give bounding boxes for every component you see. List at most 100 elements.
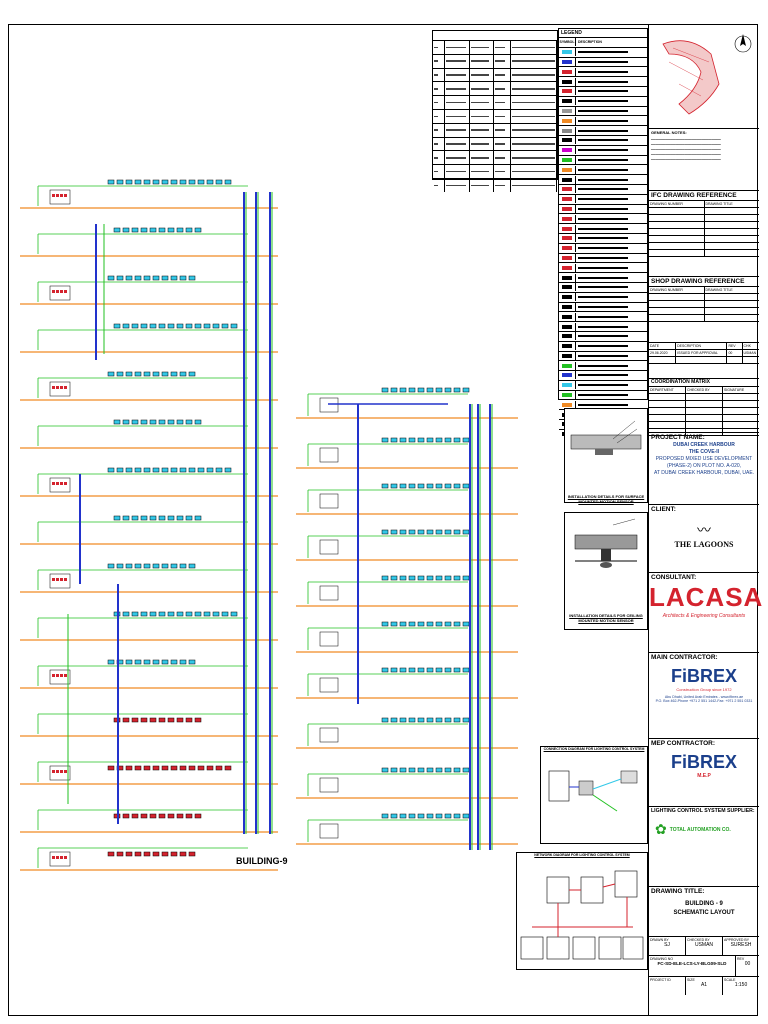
- panel-module: [60, 194, 63, 197]
- light-fixture: [140, 323, 148, 329]
- light-fixture: [131, 813, 139, 819]
- legend-symbol: [559, 293, 576, 302]
- light-fixture: [176, 813, 184, 819]
- light-fixture: [152, 851, 160, 857]
- panel-module: [52, 770, 55, 773]
- panel-module: [56, 674, 59, 677]
- general-notes-lines: ━━━━━━━━━━━━━━━━━━━━━━━━━━━━━━━━━━━━━━━━…: [651, 137, 721, 162]
- light-fixture: [185, 419, 193, 425]
- rev-desc: ISSUED FOR APPROVAL: [676, 350, 728, 356]
- light-fixture: [158, 323, 166, 329]
- legend-symbol: [559, 244, 576, 253]
- legend-text: [576, 89, 628, 93]
- light-fixture: [462, 767, 470, 773]
- light-fixture: [408, 717, 416, 723]
- light-fixture: [116, 563, 124, 569]
- lcs-label: LIGHTING CONTROL SYSTEM SUPPLIER:: [651, 808, 755, 814]
- panel-module: [52, 856, 55, 859]
- light-fixture: [408, 667, 416, 673]
- drawing-no: FC-SD-ELE-LCS-LY-BLG09-SLD: [657, 961, 727, 966]
- legend-text: [576, 158, 628, 162]
- legend-symbol: [559, 224, 576, 233]
- ifc-reference: IFC DRAWING REFERENCE DRAWING NUMBER DRA…: [649, 190, 759, 276]
- light-fixture: [444, 387, 452, 393]
- legend-row: [559, 389, 647, 400]
- light-fixture: [417, 667, 425, 673]
- light-fixture: [176, 323, 184, 329]
- light-fixture: [390, 667, 398, 673]
- light-fixture: [426, 767, 434, 773]
- light-fixture: [426, 387, 434, 393]
- rev-number: 00: [727, 350, 743, 356]
- consultant-label: CONSULTANT:: [651, 574, 697, 581]
- panel-module: [56, 290, 59, 293]
- legend-row: [559, 272, 647, 282]
- ceiling-sensor-detail: INSTALLATION DETAILS FOR CEILING MOUNTED…: [564, 512, 648, 630]
- light-fixture: [149, 611, 157, 617]
- light-fixture: [417, 483, 425, 489]
- light-fixture: [116, 851, 124, 857]
- ifc-col-number: DRAWING NUMBER: [649, 201, 705, 207]
- legend-text: [576, 217, 628, 221]
- light-fixture: [188, 765, 196, 771]
- light-fixture: [116, 467, 124, 473]
- legend-symbol: [559, 67, 576, 76]
- light-fixture: [408, 767, 416, 773]
- rev-col-date: DATE: [649, 343, 677, 349]
- legend-row: [559, 164, 647, 174]
- light-fixture: [417, 529, 425, 535]
- control-panel: [319, 823, 339, 839]
- light-fixture: [417, 575, 425, 581]
- legend-symbol: [559, 116, 576, 125]
- drawing-no-label: DRAWING NO: [650, 957, 674, 961]
- legend-text: [576, 364, 628, 368]
- connection-diagram: CONNECTION DIAGRAM FOR LIGHTING CONTROL …: [540, 746, 648, 844]
- light-fixture: [131, 323, 139, 329]
- light-fixture: [453, 529, 461, 535]
- light-fixture: [113, 227, 121, 233]
- project-line-4: (PHASE-2) ON PLOT NO. A-020,: [666, 463, 742, 469]
- checked-by: USMAN: [694, 942, 714, 948]
- network-diagram: NETWORK DIAGRAM FOR LIGHTING CONTROL SYS…: [516, 852, 648, 970]
- mep-logo: FiBREX: [670, 752, 737, 772]
- light-fixture: [185, 813, 193, 819]
- light-fixture: [122, 813, 130, 819]
- legend-row: [559, 399, 647, 409]
- light-fixture: [194, 419, 202, 425]
- legend-symbol: [559, 234, 576, 243]
- light-fixture: [194, 611, 202, 617]
- legend-text: [576, 60, 628, 64]
- light-fixture: [462, 483, 470, 489]
- light-fixture: [179, 371, 187, 377]
- panel-module: [56, 770, 59, 773]
- ctrl-row: [433, 122, 557, 137]
- light-fixture: [444, 575, 452, 581]
- light-fixture: [453, 387, 461, 393]
- light-fixture: [140, 717, 148, 723]
- surface-sensor-detail: INSTALLATION DETAILS FOR SURFACE MOUNTED…: [564, 408, 648, 504]
- consultant-logo: LACASA: [649, 582, 764, 612]
- light-fixture: [390, 483, 398, 489]
- ctrl-row: [433, 81, 557, 96]
- light-fixture: [444, 717, 452, 723]
- legend-symbol: [559, 48, 576, 57]
- legend-row: [559, 105, 647, 116]
- light-fixture: [197, 179, 205, 185]
- legend-symbol: [559, 155, 576, 164]
- light-fixture: [399, 483, 407, 489]
- light-fixture: [390, 813, 398, 819]
- light-fixture: [417, 767, 425, 773]
- light-fixture: [122, 717, 130, 723]
- legend-text: [576, 334, 628, 338]
- light-fixture: [188, 563, 196, 569]
- legend-row: [559, 232, 647, 243]
- ctrl-row: [433, 150, 557, 165]
- drawing-sheet-border: [8, 24, 758, 1016]
- legend-symbol: [559, 312, 576, 321]
- light-fixture: [399, 437, 407, 443]
- legend-panel: LEGEND SYMBOL DESCRIPTION: [558, 28, 648, 439]
- light-fixture: [107, 765, 115, 771]
- light-fixture: [179, 467, 187, 473]
- light-fixture: [167, 515, 175, 521]
- panel-module: [52, 194, 55, 197]
